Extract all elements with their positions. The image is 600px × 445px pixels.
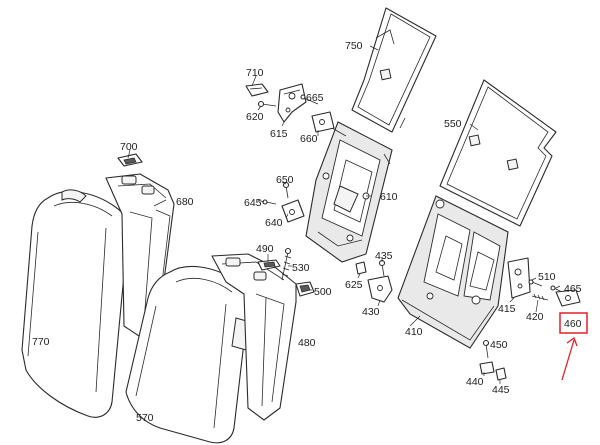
label-440: 440 [466,376,484,388]
part-530-screw [281,247,292,281]
label-490: 490 [256,243,274,255]
label-510: 510 [538,271,556,283]
label-660: 660 [300,133,318,145]
part-430-latch [367,275,393,303]
label-620: 620 [246,111,264,123]
part-770-cushion [21,189,130,418]
label-445: 445 [492,384,510,396]
part-660-bracket [311,111,335,133]
part-510-pin [528,279,543,287]
label-415: 415 [498,303,516,315]
part-620-screw [257,100,277,108]
label-710: 710 [246,67,264,79]
label-530: 530 [292,262,310,274]
part-700-clip [117,153,143,167]
label-410: 410 [405,326,423,338]
label-420: 420 [526,311,544,323]
label-680: 680 [176,196,194,208]
label-640: 640 [265,217,283,229]
label-450: 450 [490,339,508,351]
highlight-460 [559,312,588,381]
part-420-spring [531,293,549,301]
leader-lines [127,45,561,384]
label-650: 650 [276,174,294,186]
part-750-panel [351,7,437,133]
part-645-pin [262,199,277,205]
label-750: 750 [345,40,363,52]
part-440-bolt [479,361,495,375]
label-500: 500 [314,286,332,298]
label-460: 460 [564,318,582,330]
label-770: 770 [32,336,50,348]
part-500-clip [295,281,315,297]
part-625-clip [355,261,367,275]
part-710-hinge-cap [245,83,269,97]
label-625: 625 [345,279,363,291]
part-460-cover [555,289,581,307]
part-610-frame [305,121,393,263]
part-615-hinge [277,83,307,123]
label-700: 700 [120,141,138,153]
highlight-arrow [561,339,575,381]
part-415-hinge [507,257,531,299]
label-430: 430 [362,306,380,318]
part-410-frame [397,195,509,349]
part-435-screw [378,259,386,277]
label-435: 435 [375,250,393,262]
part-445-nut [495,367,507,381]
part-450-screw [482,339,490,359]
label-615: 615 [270,128,288,140]
label-570: 570 [136,412,154,424]
part-labels: 750 710 665 620 615 660 550 700 680 650 … [32,40,582,424]
highlight-box [559,312,588,334]
label-610: 610 [380,191,398,203]
label-465: 465 [564,283,582,295]
part-550-panel [439,79,557,227]
label-665: 665 [306,92,324,104]
label-550: 550 [444,118,462,130]
highlight-arrowhead [566,336,578,347]
label-645: 645 [244,197,262,209]
part-490-bracket [257,259,281,271]
part-640-bracket [281,199,305,223]
label-480: 480 [298,337,316,349]
